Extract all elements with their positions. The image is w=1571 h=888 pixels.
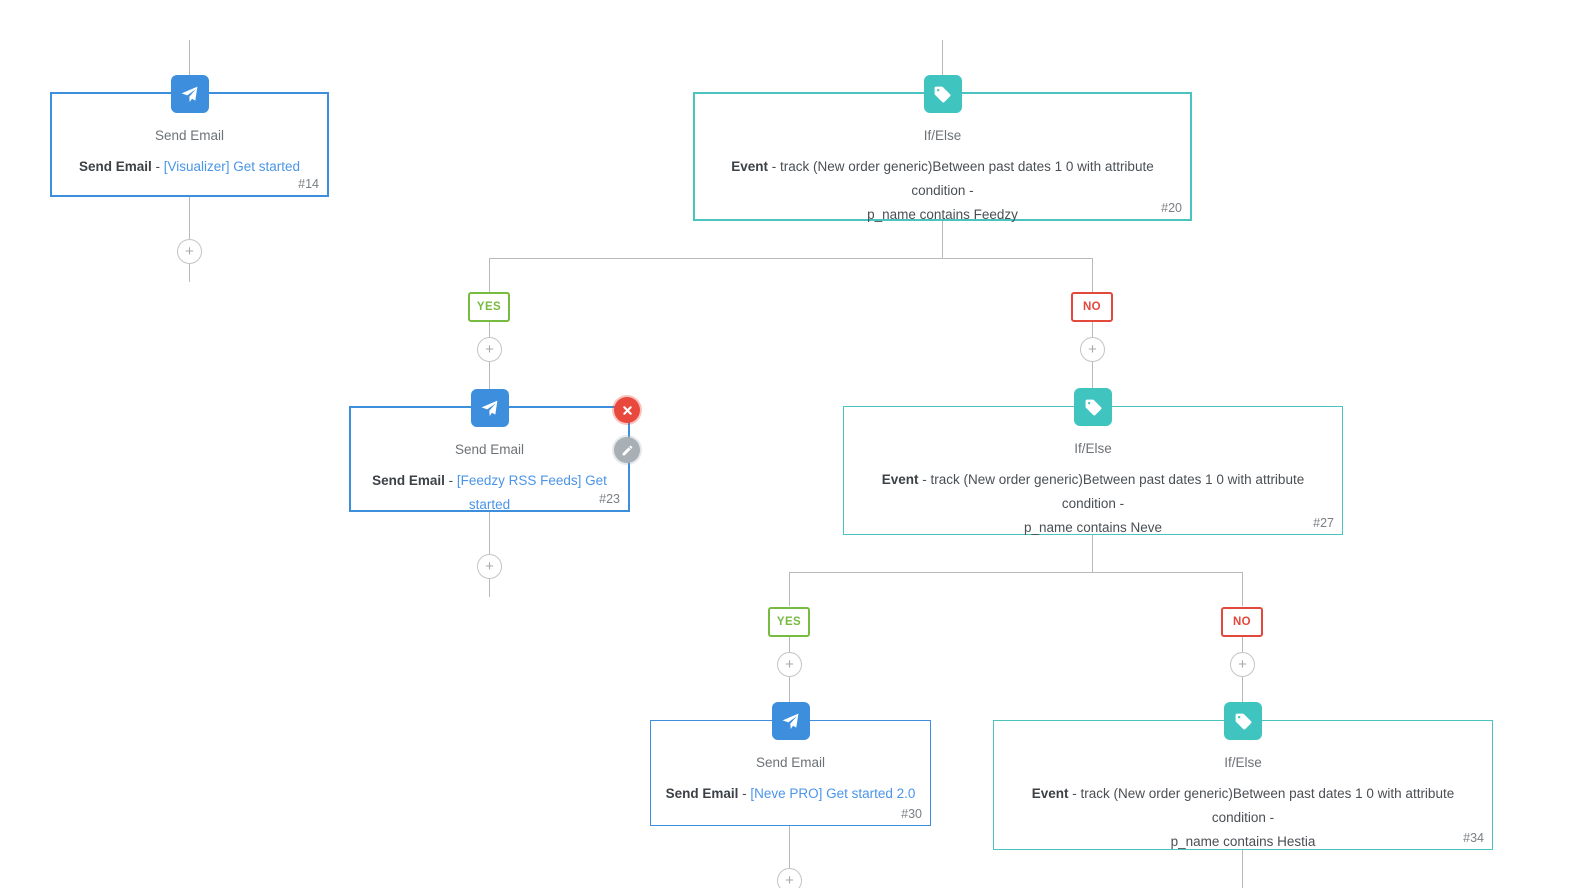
- workflow-node-send-email-30[interactable]: Send Email Send Email - [Neve PRO] Get s…: [650, 702, 931, 826]
- node-body: Send Email Send Email - [Neve PRO] Get s…: [651, 721, 930, 810]
- node-desc-sep: - track (New order generic)Between past …: [918, 472, 1305, 512]
- workflow-node-send-email-14[interactable]: Send Email Send Email - [Visualizer] Get…: [50, 75, 329, 197]
- add-step-button-no-27[interactable]: +: [1230, 652, 1255, 677]
- connector-20-down: [942, 221, 943, 258]
- node-id: #20: [1161, 201, 1182, 215]
- add-step-button-no-20[interactable]: +: [1080, 337, 1105, 362]
- node-id: #34: [1463, 831, 1484, 845]
- branch-label-no-27[interactable]: NO: [1221, 607, 1263, 637]
- add-step-button-after-23[interactable]: +: [477, 554, 502, 579]
- add-step-button-yes-20[interactable]: +: [477, 337, 502, 362]
- node-desc-bold: Event: [881, 472, 919, 488]
- node-desc-sep: - track (New order generic)Between past …: [768, 159, 1154, 199]
- node-description: Event - track (New order generic)Between…: [709, 155, 1176, 227]
- connector-27-down: [1092, 535, 1093, 572]
- paper-plane-icon: [771, 702, 810, 740]
- node-title: If/Else: [1074, 441, 1112, 456]
- connector-into-14: [189, 40, 190, 92]
- node-id: #23: [599, 492, 620, 506]
- branch-label-no-20[interactable]: NO: [1071, 292, 1113, 322]
- edit-step-button[interactable]: [614, 437, 640, 463]
- node-body: Send Email Send Email - [Visualizer] Get…: [52, 94, 327, 183]
- paper-plane-icon: [470, 389, 509, 427]
- tag-icon: [923, 75, 962, 113]
- node-desc-bold: Event: [731, 159, 769, 175]
- connector-yes20-to-add: [489, 322, 490, 338]
- connector-27-no-drop: [1242, 572, 1243, 606]
- connector-30-to-add: [789, 826, 790, 869]
- node-desc-link[interactable]: [Neve PRO] Get started 2.0: [750, 786, 916, 802]
- node-description: Send Email - [Feedzy RSS Feeds] Get star…: [365, 469, 614, 517]
- node-desc-sep: -: [151, 159, 164, 175]
- connector-into-20: [942, 40, 943, 92]
- node-desc-line2: p_name contains Feedzy: [867, 207, 1018, 223]
- connector-23-to-add: [489, 512, 490, 555]
- add-step-button-after-14[interactable]: +: [177, 239, 202, 264]
- node-id: #27: [1313, 516, 1334, 530]
- connector-14-to-add: [189, 197, 190, 240]
- branch-label-yes-20[interactable]: YES: [468, 292, 510, 322]
- node-desc-bold: Send Email: [665, 786, 739, 802]
- tag-icon: [1074, 388, 1112, 426]
- connector-add-to-27: [1092, 362, 1093, 406]
- node-title: If/Else: [923, 128, 962, 143]
- workflow-node-send-email-23[interactable]: Send Email Send Email - [Feedzy RSS Feed…: [349, 389, 630, 512]
- node-desc-bold: Send Email: [78, 159, 152, 175]
- connector-no20-to-add: [1092, 322, 1093, 338]
- connector-27-split-bar: [789, 572, 1243, 573]
- node-title: If/Else: [1224, 755, 1262, 770]
- connector-27-yes-drop: [789, 572, 790, 606]
- connector-add-to-23: [489, 362, 490, 406]
- connector-add-to-30: [789, 676, 790, 720]
- node-title: Send Email: [454, 442, 525, 457]
- connector-20-split-bar: [489, 258, 1093, 259]
- connector-add-to-34: [1242, 676, 1243, 720]
- node-desc-link[interactable]: [Visualizer] Get started: [163, 159, 301, 175]
- add-step-button-after-30[interactable]: +: [777, 868, 802, 888]
- delete-step-button[interactable]: [614, 397, 640, 423]
- connector-20-no-drop: [1092, 258, 1093, 292]
- node-description: Event - track (New order generic)Between…: [858, 468, 1328, 540]
- node-title: Send Email: [755, 755, 826, 770]
- connector-add-14-tail: [189, 264, 190, 282]
- node-desc-line2: p_name contains Hestia: [1170, 834, 1316, 850]
- node-description: Send Email - [Visualizer] Get started: [66, 155, 313, 179]
- connector-no27-to-add: [1242, 637, 1243, 653]
- node-desc-bold: Event: [1031, 786, 1069, 802]
- node-desc-sep: - track (New order generic)Between past …: [1068, 786, 1455, 826]
- node-title: Send Email: [154, 128, 225, 143]
- node-id: #14: [298, 177, 319, 191]
- node-desc-sep: -: [738, 786, 751, 802]
- workflow-node-if-else-20[interactable]: If/Else Event - track (New order generic…: [693, 75, 1192, 222]
- node-desc-link[interactable]: [Feedzy RSS Feeds] Get started: [456, 473, 607, 513]
- node-description: Send Email - [Neve PRO] Get started 2.0: [665, 782, 916, 806]
- node-id: #30: [901, 807, 922, 821]
- workflow-node-if-else-27[interactable]: If/Else Event - track (New order generic…: [843, 388, 1343, 535]
- paper-plane-icon: [170, 75, 209, 113]
- node-body: Send Email Send Email - [Feedzy RSS Feed…: [351, 408, 628, 521]
- workflow-node-if-else-34[interactable]: If/Else Event - track (New order generic…: [993, 702, 1493, 850]
- node-body: If/Else Event - track (New order generic…: [844, 407, 1342, 544]
- node-desc-line2: p_name contains Neve: [1023, 520, 1163, 536]
- node-body: If/Else Event - track (New order generic…: [695, 94, 1190, 231]
- node-desc-bold: Send Email: [372, 473, 445, 489]
- branch-label-yes-27[interactable]: YES: [768, 607, 810, 637]
- node-body: If/Else Event - track (New order generic…: [994, 721, 1492, 858]
- node-description: Event - track (New order generic)Between…: [1008, 782, 1478, 854]
- connector-20-yes-drop: [489, 258, 490, 292]
- add-step-button-yes-27[interactable]: +: [777, 652, 802, 677]
- node-desc-sep: -: [444, 473, 457, 489]
- tag-icon: [1224, 702, 1262, 740]
- connector-yes27-to-add: [789, 637, 790, 653]
- connector-34-down: [1242, 850, 1243, 888]
- connector-add-23-tail: [489, 579, 490, 597]
